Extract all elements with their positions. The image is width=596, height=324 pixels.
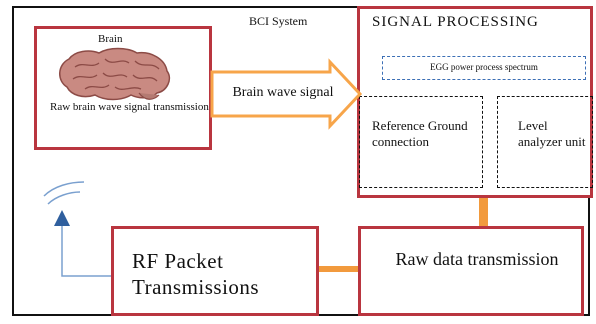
rf-packet-label: RF Packet Transmissions [132,249,260,299]
spectrum-box: EGG power process spectrum [382,56,586,80]
brain-wave-label: Brain wave signal [232,85,334,100]
reference-ground-label: Reference Ground connection [372,118,468,149]
raw-data-block [358,226,584,316]
level-analyzer-label: Level analyzer unit [518,118,586,149]
system-title: BCI System [249,14,308,28]
rf-packet-block [111,226,319,316]
brain-icon [59,47,171,101]
signal-processing-block [357,6,593,198]
processing-to-raw-connector [479,198,488,226]
level-analyzer-box [497,96,593,188]
signal-processing-title: SIGNAL PROCESSING [372,14,539,30]
brain-wave-arrow [210,58,363,130]
reference-ground-box [359,96,483,188]
rf-to-antenna-connector [61,224,111,277]
raw-to-rf-connector [319,266,358,272]
brain-caption: Raw brain wave signal transmission [50,101,209,113]
brain-label: Brain [98,33,123,45]
antenna-icon [43,181,85,226]
raw-data-label: Raw data transmission [395,249,559,269]
